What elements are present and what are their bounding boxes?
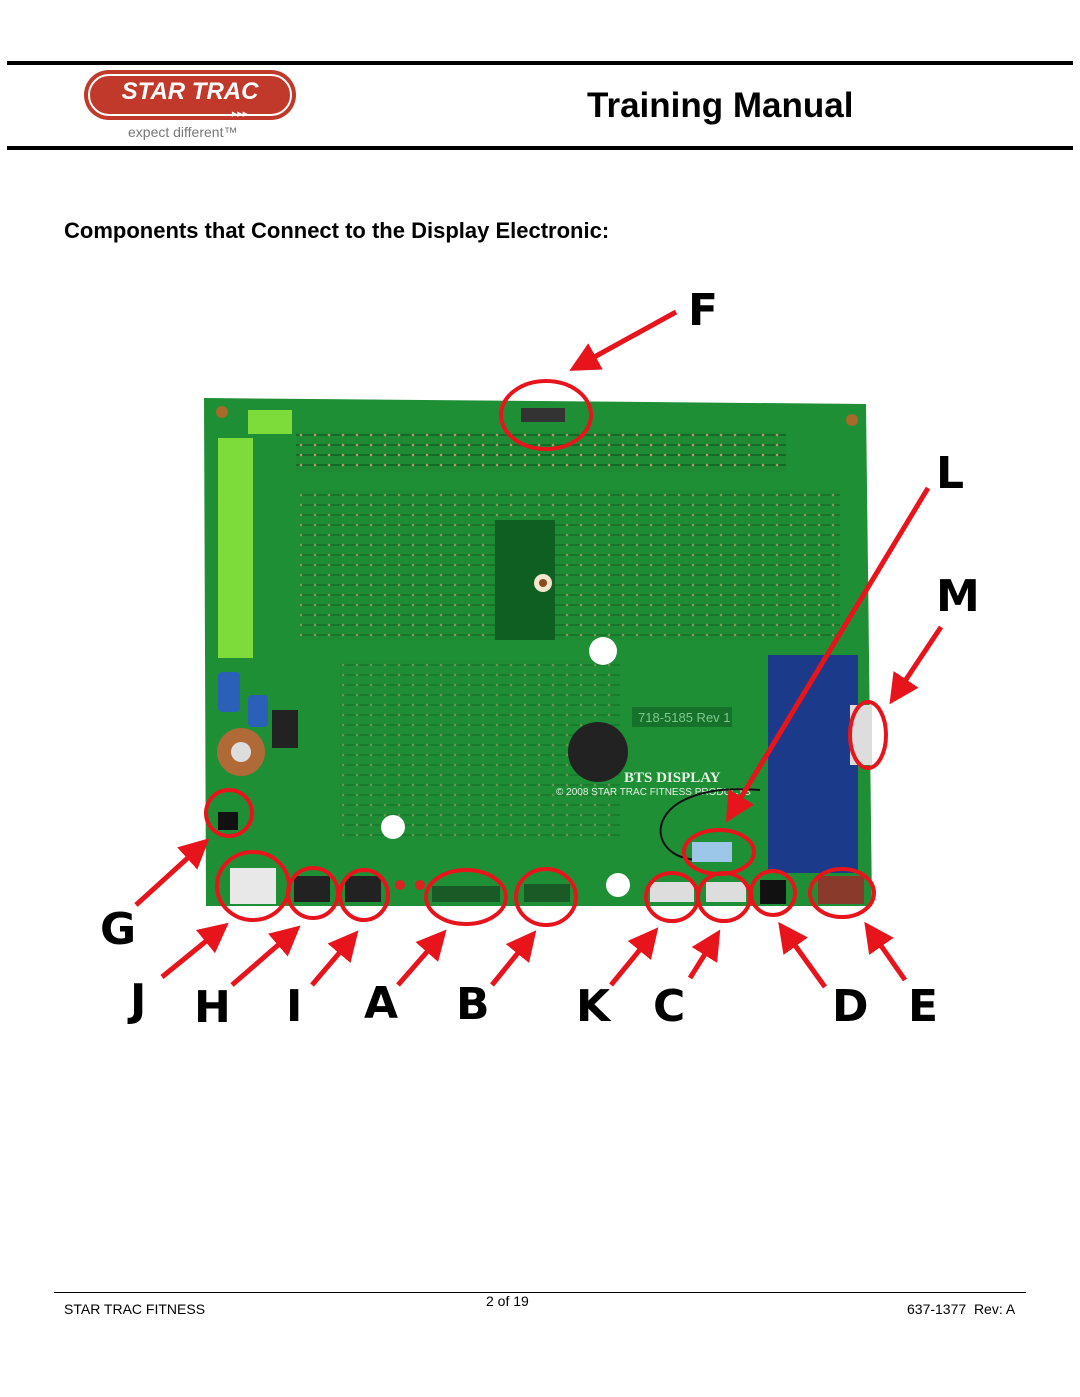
label-d: D: [832, 981, 869, 1032]
footer-rule: [54, 1292, 1026, 1293]
board-name-text: BTS DISPLAY: [624, 770, 721, 786]
page-title: Training Manual: [587, 86, 854, 125]
star-trac-logo: STAR TRAC ▶▶▶: [84, 70, 296, 120]
buzzer-label: 8 C: [588, 764, 604, 775]
footer-page-number: 2 of 19: [486, 1293, 529, 1309]
part-number-text: 718-5185 Rev 1: [638, 710, 731, 725]
highlight-circles: [204, 379, 888, 927]
label-i: I: [286, 981, 302, 1032]
footer-company: STAR TRAC FITNESS: [64, 1301, 206, 1317]
label-k: K: [576, 981, 612, 1032]
display-board-figure: 718-5185 Rev 1 8 C BTS DISPLAY © 2008 ST…: [100, 285, 980, 1033]
label-g: G: [100, 904, 136, 955]
header-bottom-rule: [7, 146, 1073, 150]
logo-tagline: expect different™: [128, 124, 238, 140]
label-j: J: [127, 975, 146, 1026]
label-a: A: [364, 978, 398, 1029]
header-top-rule: [7, 61, 1073, 65]
label-l: L: [936, 448, 964, 499]
label-f: F: [688, 285, 718, 336]
label-h: H: [194, 982, 231, 1033]
label-c: C: [653, 981, 685, 1032]
circuit-board-photo: 718-5185 Rev 1 8 C BTS DISPLAY © 2008 ST…: [204, 398, 872, 906]
board-copyright-text: © 2008 STAR TRAC FITNESS PRODUCTS: [556, 787, 751, 798]
logo-text: STAR TRAC: [121, 78, 259, 105]
footer-doc-number: 637-1377 Rev: A: [907, 1301, 1016, 1317]
pointer-arrows: [134, 309, 944, 989]
label-b: B: [456, 979, 490, 1030]
label-m: M: [936, 571, 980, 622]
logo-arrows-icon: ▶▶▶: [231, 111, 248, 118]
section-heading: Components that Connect to the Display E…: [64, 218, 610, 243]
label-e: E: [908, 981, 938, 1032]
